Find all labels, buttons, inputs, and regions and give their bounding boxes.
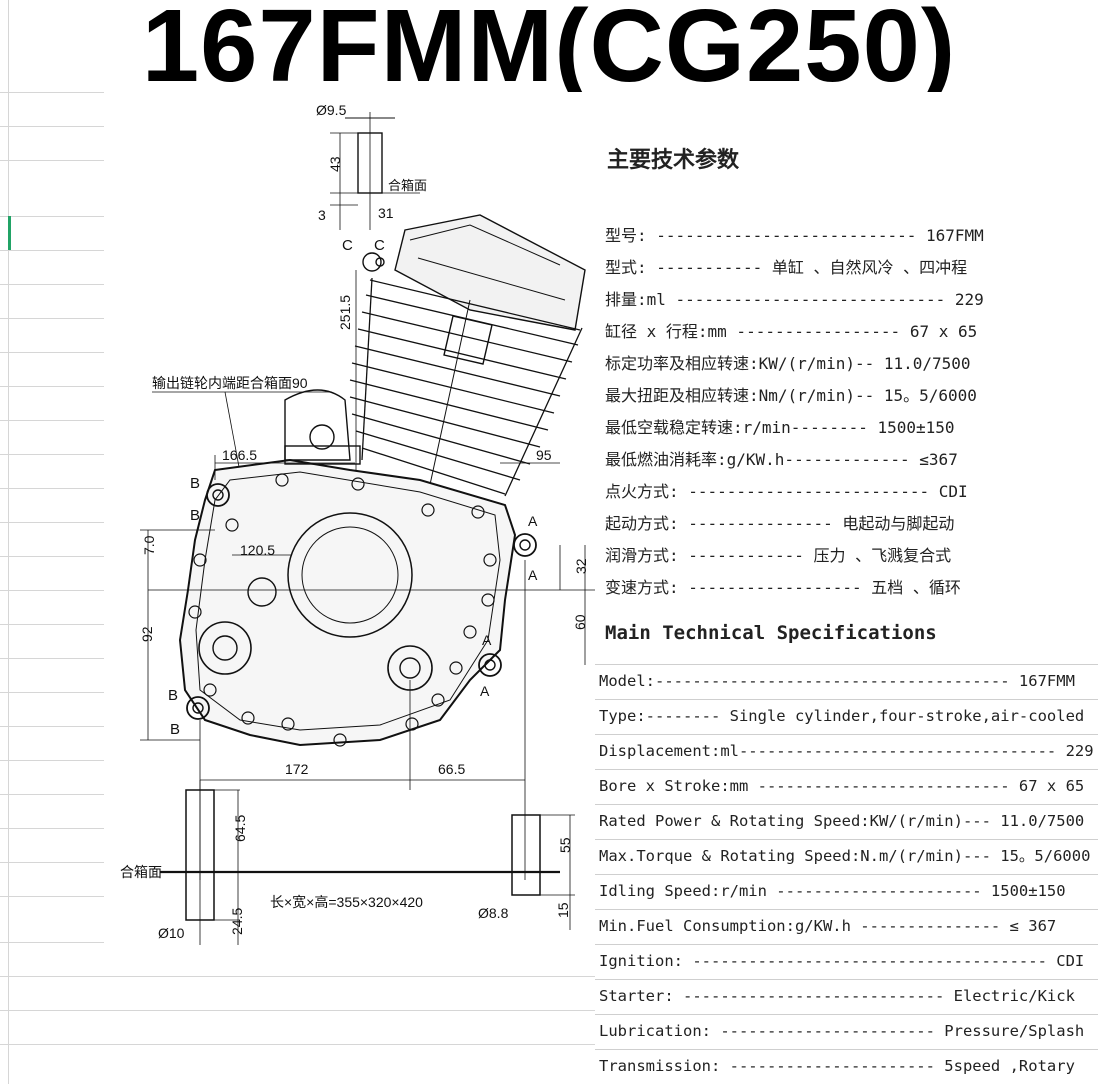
label-c-left: C — [342, 237, 353, 254]
dim-43: 43 — [327, 156, 343, 172]
dim-d95-top: Ø9.5 — [316, 102, 347, 118]
dim-172: 172 — [285, 761, 309, 777]
en-spec-row: Rated Power & Rotating Speed:KW/(r/min)-… — [599, 812, 1085, 830]
spec-panel: 主要技术参数 型号: --------------------------- 1… — [595, 92, 1098, 1084]
en-spec-row: Lubrication: ----------------------- Pre… — [599, 1022, 1085, 1040]
note-chain-sprocket: 输出链轮内端距合箱面90 — [152, 375, 308, 391]
top-bracket — [330, 112, 420, 230]
dim-60: 60 — [572, 614, 588, 630]
page-title: 167FMM(CG250) — [141, 0, 957, 103]
dim-d10: Ø10 — [158, 925, 185, 941]
cn-spec-row: 最低燃油消耗率:g/KW.h------------- ≤367 — [605, 450, 958, 469]
en-spec-row: Max.Torque & Rotating Speed:N.m/(r/min)-… — [599, 847, 1091, 865]
dim-3: 3 — [318, 207, 326, 223]
bottom-bracket-right — [511, 814, 575, 930]
cn-spec-row: 型号: --------------------------- 167FMM — [605, 226, 984, 245]
dim-245: 24.5 — [229, 908, 245, 935]
en-spec-row: Idling Speed:r/min ---------------------… — [599, 882, 1066, 900]
dim-55: 55 — [557, 837, 573, 853]
engine-drawing: Ø9.5 43 3 31 合箱面 C C 251.5 输出链轮内端距合箱面90 — [104, 92, 600, 958]
cn-spec-row: 润滑方式: ------------ 压力 、飞溅复合式 — [605, 546, 952, 565]
cn-spec-row: 变速方式: ------------------ 五档 、循环 — [605, 578, 961, 597]
dim-95: 95 — [536, 447, 552, 463]
dim-66: 66.5 — [438, 761, 465, 777]
overall-dimensions: 长×宽×高=355×320×420 — [270, 894, 423, 910]
label-b2: B — [190, 507, 200, 524]
en-spec-row: Min.Fuel Consumption:g/KW.h ------------… — [599, 917, 1057, 935]
cn-spec-row: 点火方式: ------------------------- CDI — [605, 482, 968, 501]
en-spec-row: Displacement:ml-------------------------… — [599, 742, 1094, 760]
heading-main-params-cn: 主要技术参数 — [607, 148, 740, 173]
dimension-lines — [140, 455, 595, 880]
en-spec-row: Starter: ---------------------------- El… — [599, 987, 1075, 1005]
en-spec-row: Ignition: ------------------------------… — [599, 952, 1085, 970]
cn-spec-row: 最低空载稳定转速:r/min-------- 1500±150 — [605, 418, 955, 437]
cn-spec-row: 缸径 x 行程:mm ----------------- 67 x 65 — [605, 322, 978, 341]
bottom-bracket-left — [160, 780, 560, 945]
dim-15: 15 — [555, 902, 571, 918]
en-spec-row: Transmission: ---------------------- 5sp… — [599, 1057, 1075, 1075]
cylinder-block — [349, 214, 586, 601]
dim-70: 7.0 — [141, 535, 157, 555]
en-spec-row: Bore x Stroke:mm -----------------------… — [599, 777, 1085, 795]
dim-92: 92 — [139, 626, 155, 642]
cn-spec-row: 型式: ----------- 单缸 、自然风冷 、四冲程 — [605, 258, 968, 277]
label-a4: A — [480, 683, 490, 699]
cn-spec-row: 排量:ml ---------------------------- 229 — [605, 290, 984, 309]
label-hexiang-bottom: 合箱面 — [120, 864, 162, 880]
label-a3: A — [482, 632, 492, 648]
en-spec-row: Model:----------------------------------… — [599, 672, 1075, 690]
dim-d88: Ø8.8 — [478, 905, 509, 921]
cn-spec-row: 最大扭距及相应转速:Nm/(r/min)-- 15。5/6000 — [605, 386, 977, 405]
label-b3: B — [168, 687, 178, 704]
label-hexiang-top: 合箱面 — [388, 178, 427, 193]
label-b4: B — [170, 721, 180, 738]
label-c-right: C — [374, 237, 385, 254]
dim-251: 251.5 — [337, 295, 353, 330]
dim-31: 31 — [378, 205, 394, 221]
label-a2: A — [528, 567, 538, 583]
dim-64: 64.5 — [232, 815, 248, 842]
crankcase — [178, 389, 517, 747]
label-a1: A — [528, 513, 538, 529]
cn-spec-row: 标定功率及相应转速:KW/(r/min)-- 11.0/7500 — [605, 354, 971, 373]
dim-166: 166.5 — [222, 447, 257, 463]
crankcase-bolts — [188, 473, 497, 747]
heading-main-specs-en: Main Technical Specifications — [605, 622, 937, 644]
active-cell-marker — [8, 216, 11, 250]
dim-32: 32 — [573, 558, 589, 574]
label-b1: B — [190, 475, 200, 492]
en-spec-row: Type:-------- Single cylinder,four-strok… — [599, 707, 1085, 725]
dim-120: 120.5 — [240, 542, 275, 558]
cn-spec-row: 起动方式: --------------- 电起动与脚起动 — [605, 514, 955, 533]
